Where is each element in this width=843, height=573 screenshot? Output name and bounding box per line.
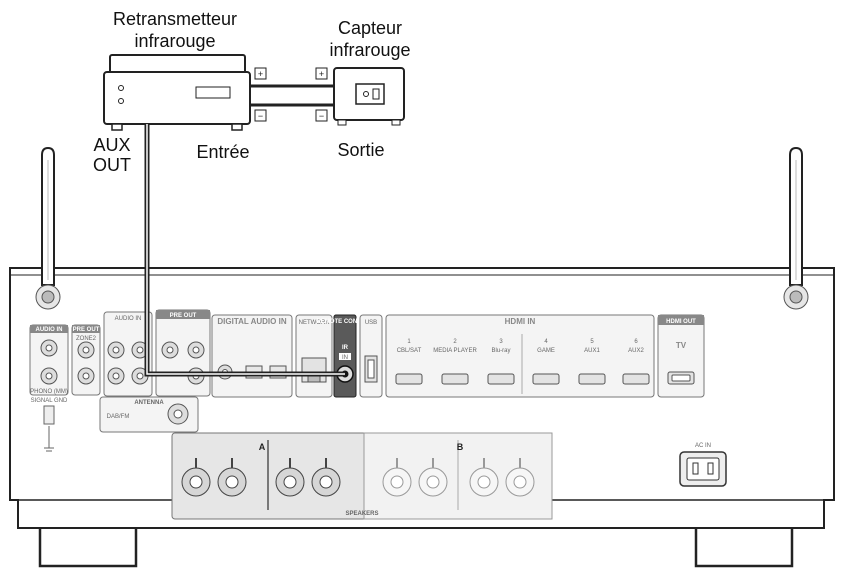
speaker-terminal-center (283, 475, 297, 489)
hdmi-number: 3 (499, 339, 503, 345)
ac-in-section: AC IN (679, 443, 727, 487)
hdmi-input-label: AUX1 (584, 348, 600, 354)
hdmi-input-label: AUX2 (628, 348, 644, 354)
ac-in-label: AC IN (695, 443, 711, 449)
speaker-zone-a: A (259, 442, 266, 452)
digital-audio-section: DIGITAL AUDIO IN (211, 314, 293, 398)
hdmi-number: 4 (544, 339, 548, 345)
antenna-label: ANTENNA (134, 400, 164, 406)
speakers-section: A B SPEAKERS (171, 432, 553, 520)
speaker-terminal-center (390, 475, 404, 489)
network-label: NETWORK (299, 320, 330, 326)
network-section: NETWORK (295, 314, 333, 398)
speaker-terminal-center (426, 475, 440, 489)
phono-label: PHONO (MM) (30, 389, 68, 395)
tv-label: TV (676, 341, 687, 350)
audio-in-label: AUDIO IN (36, 327, 63, 333)
in-label: IN (342, 355, 348, 361)
usb-section: USB (359, 314, 383, 398)
dab-fm-label: DAB/FM (107, 414, 130, 420)
ir-label: IR (342, 345, 349, 351)
audio-in-section-2: AUDIO IN (103, 311, 153, 397)
hdmi-port (532, 373, 560, 385)
zone2-label: ZONE2 (76, 336, 97, 342)
hdmi-number: 6 (634, 339, 638, 345)
hdmi-port (622, 373, 650, 385)
antenna-left (35, 146, 61, 310)
sortie-label: Sortie (337, 140, 385, 160)
audio-in-section: AUDIO IN PHONO (MM) SIGNAL GND (29, 324, 69, 452)
hdmi-port (487, 373, 515, 385)
svg-text:AUDIO IN: AUDIO IN (115, 316, 142, 322)
speaker-zone-b: B (457, 442, 464, 452)
digital-audio-label: DIGITAL AUDIO IN (217, 317, 286, 326)
entree-label: Entrée (196, 142, 250, 162)
hdmi-number: 2 (453, 339, 457, 345)
pre-out-label: PRE OUT (170, 313, 197, 319)
zone2-section: PRE OUT ZONE2 (71, 324, 101, 396)
hdmi-number: 5 (590, 339, 594, 345)
antenna-right (783, 146, 809, 310)
speaker-terminal-center (225, 475, 239, 489)
hdmi-out-label: HDMI OUT (666, 319, 696, 325)
hdmi-input-label: GAME (537, 348, 555, 354)
hdmi-port (395, 373, 423, 385)
usb-label: USB (365, 320, 377, 326)
capteur-label: Capteur infrarouge (329, 18, 411, 60)
ir-retransmitter (103, 54, 251, 131)
hdmi-input-label: MEDIA PLAYER (433, 348, 477, 354)
svg-text:PRE OUT: PRE OUT (73, 327, 100, 333)
ir-sensor (333, 67, 405, 126)
speaker-terminal-center (319, 475, 333, 489)
aux-out-label: AUX OUT (93, 135, 131, 175)
svg-text:−: − (258, 111, 263, 121)
hdmi-port (441, 373, 469, 385)
hdmi-out-section: HDMI OUT TV (657, 314, 705, 398)
svg-text:−: − (319, 111, 324, 121)
antenna-section: ANTENNA DAB/FM (99, 396, 199, 433)
aux-out-cable (144, 124, 345, 377)
sensor-wires (250, 84, 334, 107)
speaker-terminal-center (513, 475, 527, 489)
hdmi-in-label: HDMI IN (505, 317, 536, 326)
speakers-label: SPEAKERS (345, 511, 378, 517)
terminal-markers: + − + − (254, 67, 328, 122)
svg-text:+: + (258, 69, 263, 79)
speaker-terminal-center (189, 475, 203, 489)
hdmi-input-label: CBL/SAT (397, 348, 422, 354)
signal-gnd-label: SIGNAL GND (31, 398, 68, 404)
retransmetteur-label: Retransmetteur infrarouge (112, 9, 238, 51)
hdmi-port (578, 373, 606, 385)
svg-text:+: + (319, 69, 324, 79)
hdmi-number: 1 (407, 339, 411, 345)
speaker-terminal-center (477, 475, 491, 489)
pre-out-section: PRE OUT (155, 309, 211, 397)
hdmi-input-label: Blu-ray (491, 348, 510, 354)
remote-control-label: REMOTE CONTROL (317, 319, 374, 325)
